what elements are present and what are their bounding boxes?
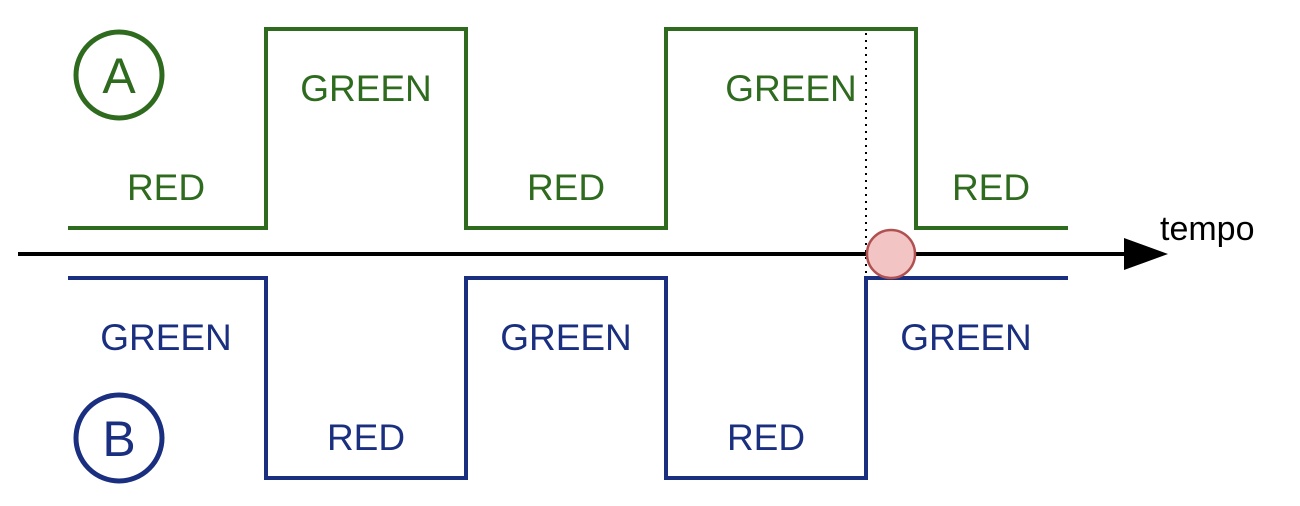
time-axis-label: tempo: [1160, 210, 1255, 248]
signal-b-state-label: GREEN: [500, 317, 632, 358]
signal-b-state-label: RED: [727, 417, 805, 458]
time-axis-arrowhead: [1124, 238, 1168, 270]
signal-a-state-label: RED: [952, 167, 1030, 208]
signal-b-state-label: GREEN: [100, 317, 232, 358]
signal-b-state-label: GREEN: [900, 317, 1032, 358]
signal-a-badge-letter: A: [102, 48, 136, 104]
signal-a-state-label: GREEN: [725, 68, 857, 109]
signal-b-badge-letter: B: [102, 411, 135, 467]
signal-b-waveform: [68, 276, 1068, 480]
signal-a-state-label: RED: [527, 167, 605, 208]
transition-marker: [865, 228, 917, 280]
signal-a-state-label: GREEN: [300, 68, 432, 109]
signal-a-state-label: RED: [127, 167, 205, 208]
signal-b-badge: [73, 392, 165, 484]
signal-a-badge: [73, 29, 165, 121]
signal-a-waveform: [68, 27, 1068, 230]
signal-b-state-label: RED: [327, 417, 405, 458]
